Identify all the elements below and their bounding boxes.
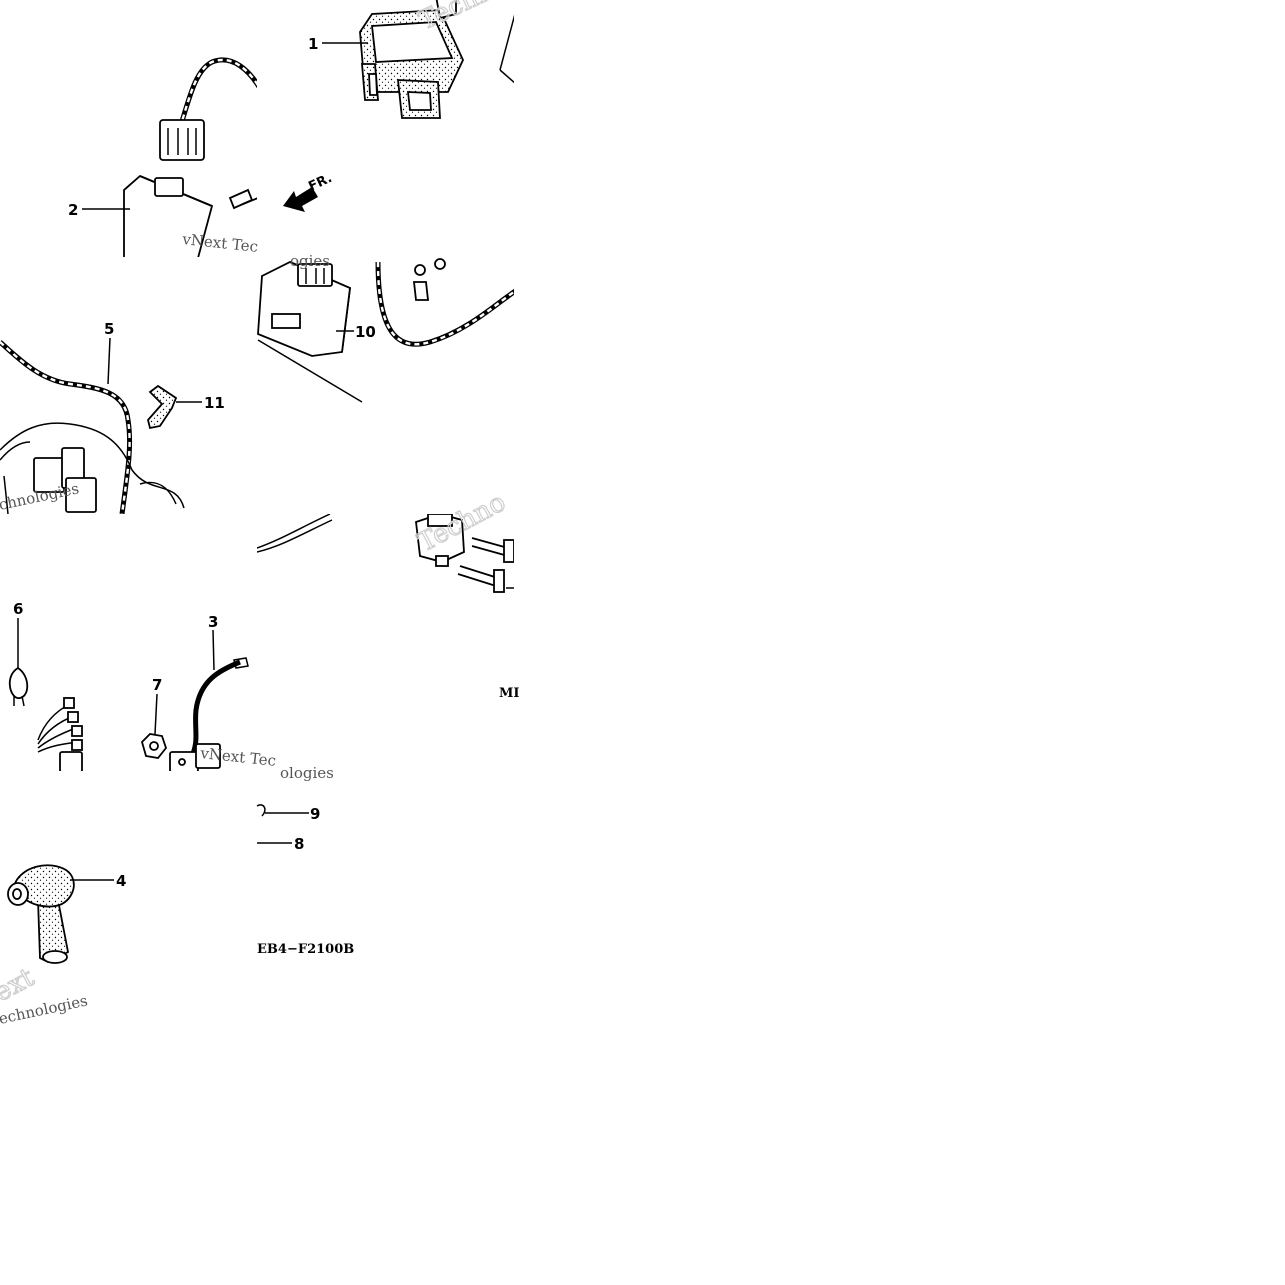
part-7-grommet bbox=[140, 733, 168, 759]
callout-9: 9 bbox=[310, 805, 320, 823]
watermark-text: ogies bbox=[290, 252, 330, 270]
diagram-code: EB4−F2100B bbox=[257, 942, 354, 957]
part-5-wire-harness bbox=[0, 340, 185, 514]
callout-8: 8 bbox=[294, 835, 304, 853]
callout-10: 10 bbox=[355, 323, 376, 341]
leader-7 bbox=[154, 693, 158, 735]
part-10-module bbox=[257, 258, 514, 403]
callout-5: 5 bbox=[104, 320, 114, 338]
callout-1: 1 bbox=[308, 35, 318, 53]
watermark-text: Techno bbox=[414, 0, 512, 36]
leader-5 bbox=[107, 337, 111, 385]
watermark-text: ologies bbox=[280, 764, 334, 782]
sensor-with-bolts bbox=[257, 514, 514, 593]
part-4-boot-cap bbox=[7, 864, 75, 964]
callout-7: 7 bbox=[152, 676, 162, 694]
callout-11: 11 bbox=[204, 394, 225, 412]
part-6-cable-clip bbox=[8, 667, 83, 771]
part-1-rubber-mount bbox=[359, 0, 514, 119]
callout-6: 6 bbox=[13, 600, 23, 618]
watermark-text: ext bbox=[0, 962, 40, 1008]
callout-3: 3 bbox=[208, 613, 218, 631]
diagram-code-edge: MI bbox=[499, 686, 519, 701]
watermark: Techno vNext Tec ogies chnologies Techno… bbox=[0, 0, 513, 1028]
part-2-control-module bbox=[123, 57, 257, 257]
callout-2: 2 bbox=[68, 201, 78, 219]
leader-3 bbox=[212, 629, 215, 671]
front-direction-arrow: FR. bbox=[283, 171, 335, 212]
front-label: FR. bbox=[306, 171, 334, 195]
part-3-sensor-cable bbox=[169, 657, 249, 771]
callout-4: 4 bbox=[116, 872, 126, 890]
part-9-washer bbox=[256, 804, 266, 817]
